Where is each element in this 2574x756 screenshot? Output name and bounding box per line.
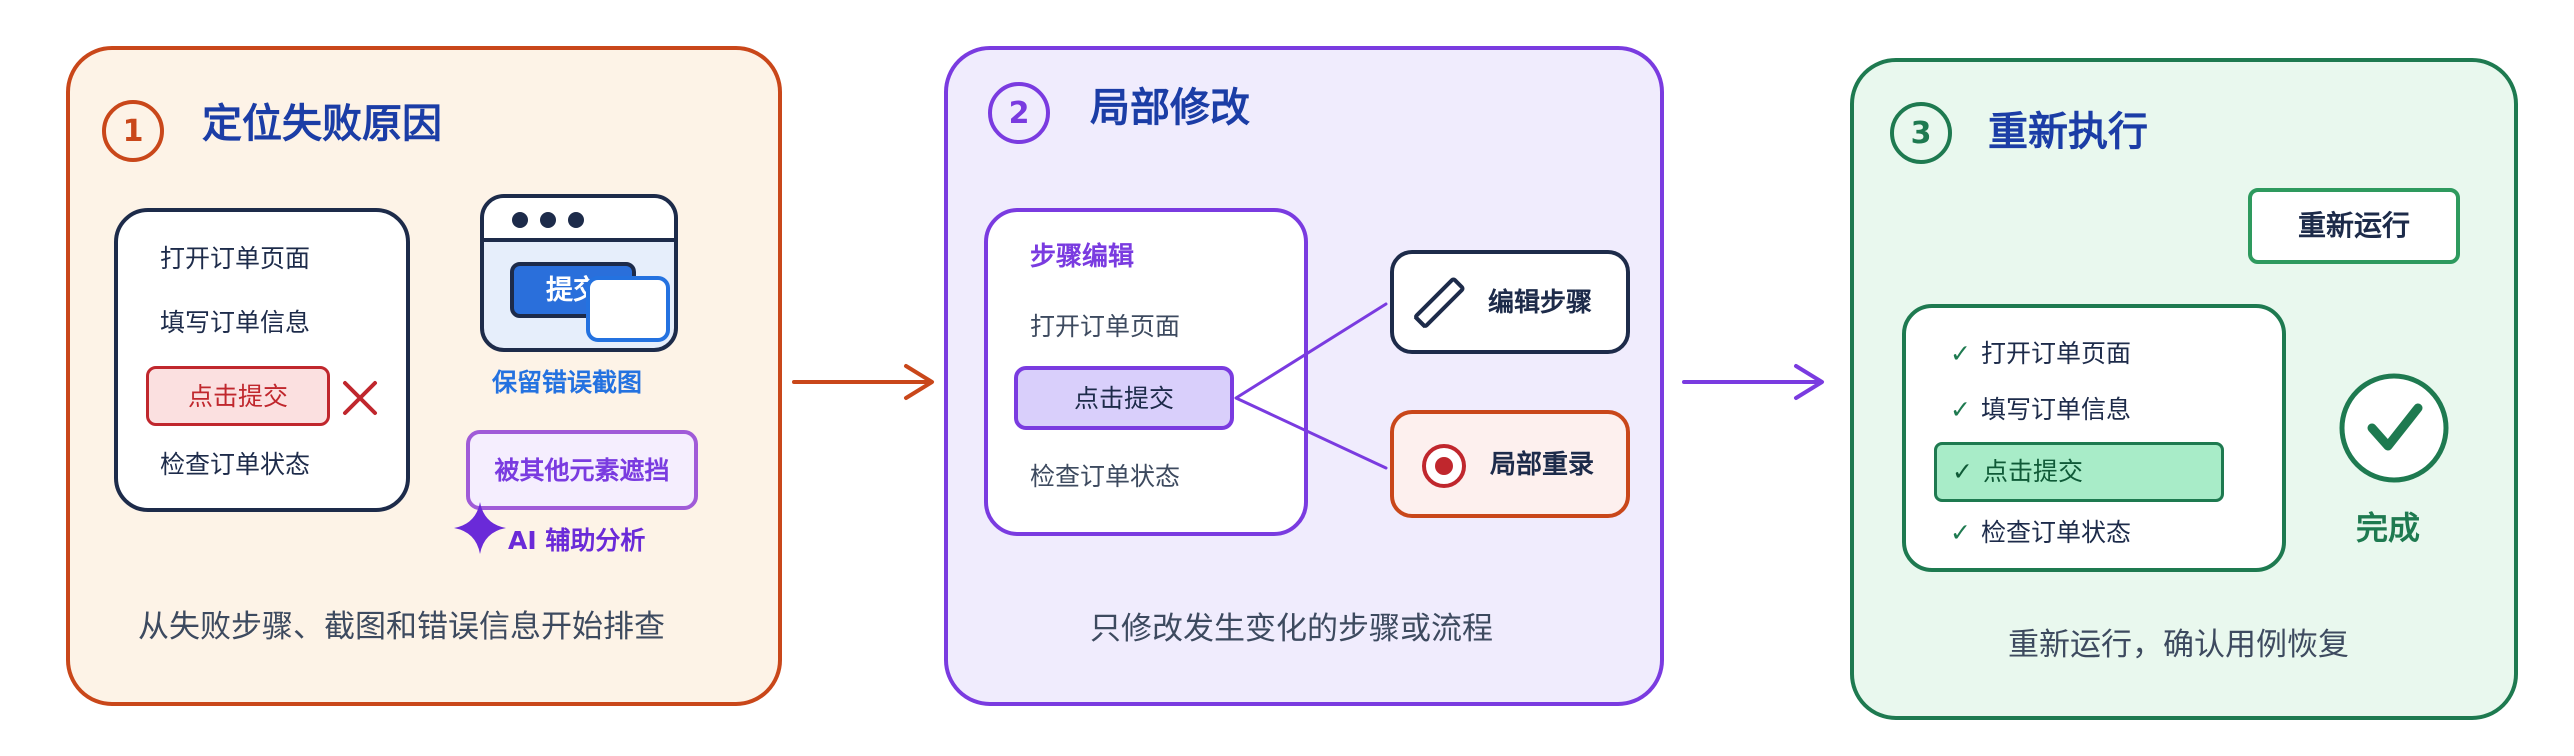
failed-step-highlight: 点击提交 [146,366,330,426]
selected-step[interactable]: 点击提交 [1014,366,1234,430]
list-item: 打开订单页面 [1030,312,1181,341]
list-item: 检查订单状态 [1030,462,1181,491]
obstructing-element [586,276,670,342]
list-item: ✓填写订单信息 [1950,395,2131,424]
highlighted-step [1934,442,2224,502]
rerun-button[interactable]: 重新运行 [2248,188,2460,264]
obstruction-note: 被其他元素遮挡 [466,430,698,510]
step-editor-title: 步骤编辑 [1030,242,1135,272]
list-item: ✓点击提交 [1952,457,2083,486]
panel-title: 定位失败原因 [202,101,442,147]
panel-footer: 从失败步骤、截图和错误信息开始排查 [138,609,665,645]
connector-lines [1230,290,1390,480]
arrow-right-icon [1680,360,1830,404]
window-dot [540,212,556,228]
arrow-right-icon [790,360,940,404]
record-icon [1420,442,1468,490]
checkmark-icon: ✓ [1950,395,1971,424]
list-item: ✓检查订单状态 [1950,518,2131,547]
panel-title: 局部修改 [1090,85,1250,131]
panel-footer: 只修改发生变化的步骤或流程 [1090,611,1493,647]
checkmark-icon: ✓ [1952,457,1973,486]
list-item: 点击提交 [187,381,288,411]
close-icon [340,378,380,418]
ai-assist-label: AI 辅助分析 [508,526,646,555]
step-number-badge: 1 [102,100,164,162]
checkmark-icon: ✓ [1950,518,1971,547]
screenshot-caption: 保留错误截图 [492,368,643,397]
edit-step-label: 编辑步骤 [1488,288,1593,318]
list-item: 检查订单状态 [160,450,311,479]
pencil-icon [1408,270,1472,334]
step-number-badge: 3 [1890,102,1952,164]
window-dot [512,212,528,228]
sparkle-icon [452,500,508,556]
window-dot [568,212,584,228]
done-check-icon [2336,370,2452,486]
checkmark-icon: ✓ [1950,339,1971,368]
done-label: 完成 [2356,509,2421,547]
panel-footer: 重新运行，确认用例恢复 [2008,627,2349,663]
step-number-badge: 2 [988,82,1050,144]
partial-record-label: 局部重录 [1490,450,1595,480]
list-item: 填写订单信息 [160,308,311,337]
rerun-steps-list [1902,304,2286,572]
list-item: 打开订单页面 [160,244,311,273]
panel-title: 重新执行 [1988,109,2148,155]
failed-steps-list [114,208,410,512]
list-item: ✓打开订单页面 [1950,339,2131,368]
